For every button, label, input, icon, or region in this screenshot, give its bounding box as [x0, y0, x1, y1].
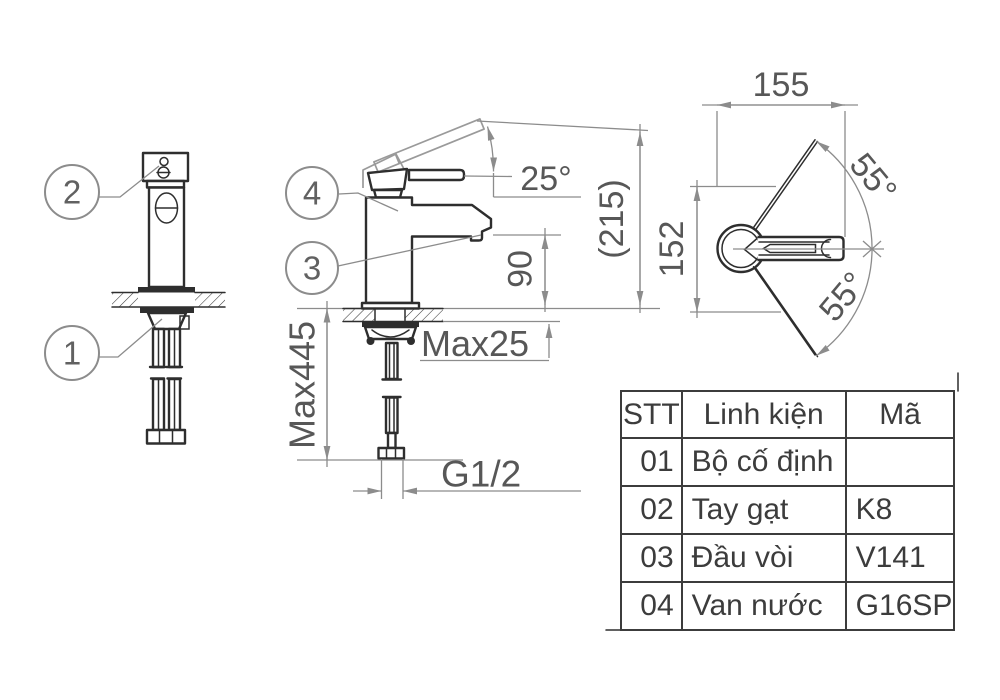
parts-table: STT Linh kiện Mã 01 Bộ cố định 02 Tay gạ…: [620, 390, 956, 631]
dim-top-width: 155: [753, 66, 810, 104]
dim-total-height: (215): [593, 179, 631, 258]
counter-hatch: [343, 308, 375, 322]
dim-swing-lower: 55°: [812, 265, 874, 329]
counter-hatch: [112, 292, 138, 307]
header-name: Linh kiện: [680, 390, 847, 439]
table-row: 01 Bộ cố định: [620, 437, 956, 487]
cell-stt: 02: [620, 485, 683, 535]
callout-2: [44, 164, 100, 220]
parts-table-header-row: STT Linh kiện Mã: [620, 390, 956, 439]
thread-end-nut: [377, 446, 406, 460]
dim-thread-size: G1/2: [441, 454, 521, 495]
table-row: 04 Van nước G16SP: [620, 581, 956, 631]
pin-hole-icon: [159, 156, 169, 167]
cell-code: K8: [844, 485, 956, 535]
cell-code: [844, 437, 956, 487]
cell-name: Bộ cố định: [680, 437, 847, 487]
handle-raised-25deg: [373, 118, 485, 173]
table-row: 03 Đầu vòi V141: [620, 533, 956, 583]
callout-3-label: 3: [303, 250, 321, 287]
cell-name: Tay gạt: [680, 485, 847, 535]
dim-swing-upper: 55°: [842, 146, 904, 210]
table-row: 02 Tay gạt K8: [620, 485, 956, 535]
callout-3: [285, 241, 339, 295]
cell-code: V141: [844, 533, 956, 583]
cell-stt: 04: [620, 581, 683, 631]
side-body: [147, 186, 186, 289]
dim-under-counter-length: Max445: [282, 321, 323, 449]
side-view: 2 1: [44, 151, 226, 445]
cell-stt: 03: [620, 533, 683, 583]
dim-handle-angle: 25°: [520, 160, 571, 198]
top-view: 155 152 55° 55°: [653, 66, 904, 358]
handle-flat: [407, 168, 466, 182]
cell-stt: 01: [620, 437, 683, 487]
dim-top-depth: 152: [653, 221, 691, 278]
cell-code: G16SP: [844, 581, 956, 631]
callout-2-label: 2: [63, 174, 81, 211]
dim-spout-height: 90: [502, 250, 540, 288]
faucet-body-spout: [364, 196, 493, 305]
dim-counter-thickness: Max25: [421, 323, 529, 364]
header-stt: STT: [620, 390, 683, 439]
cell-name: Đầu vòi: [680, 533, 847, 583]
hose-end-nut: [145, 428, 187, 445]
header-code: Mã: [844, 390, 956, 439]
front-view: 4 3 25° (215) 90 Max25 Max445 G: [282, 118, 660, 499]
callout-4-label: 4: [303, 175, 321, 212]
callout-1: [44, 325, 100, 381]
handle-cap: [366, 167, 409, 192]
callout-1-label: 1: [63, 335, 81, 372]
cell-name: Van nước: [680, 581, 847, 631]
callout-4: [285, 166, 339, 220]
